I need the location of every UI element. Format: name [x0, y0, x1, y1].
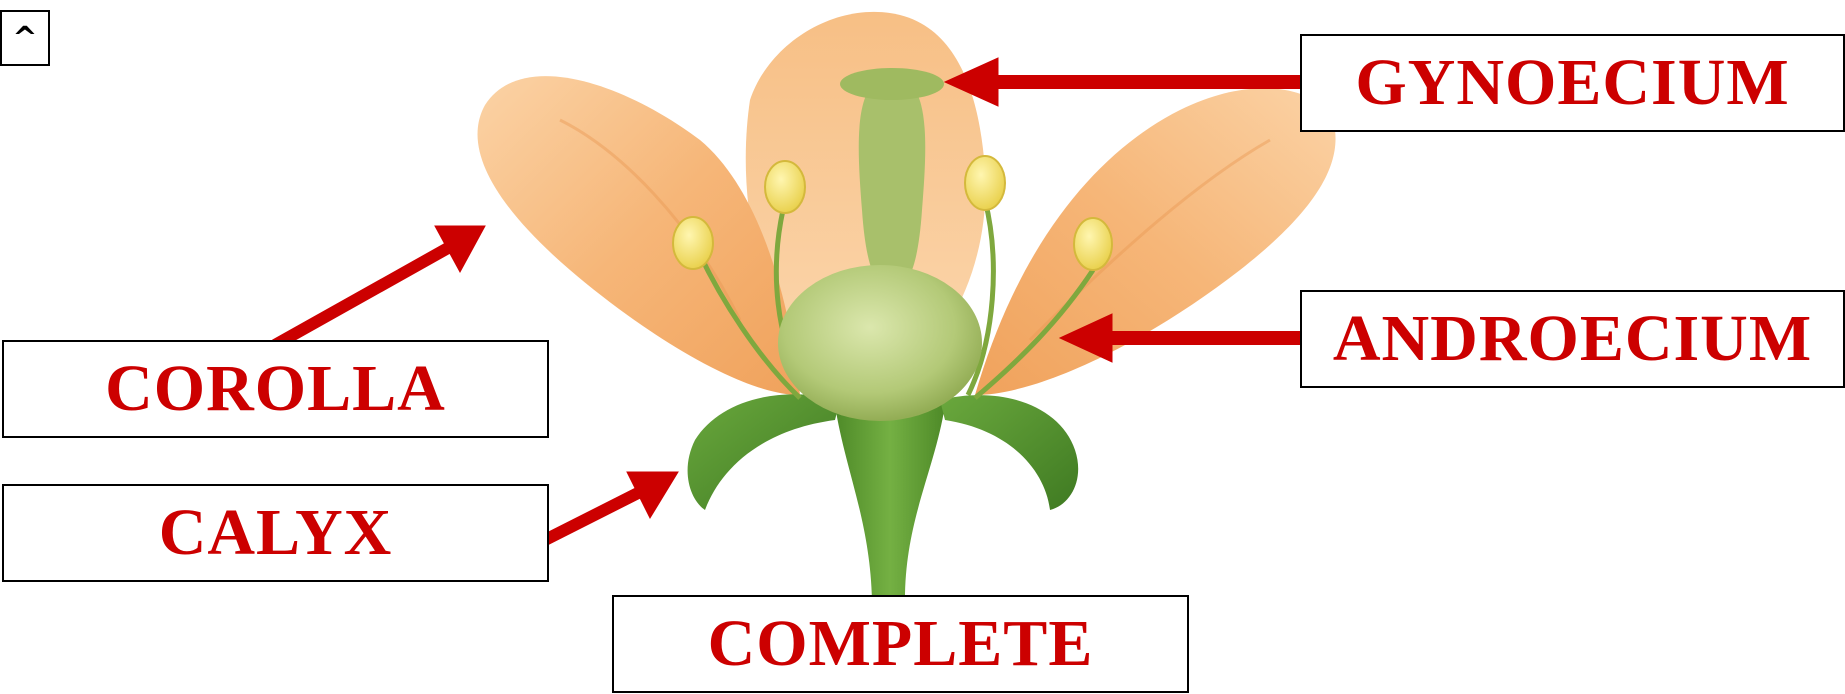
- anther-left-inner: [765, 161, 805, 213]
- androecium-label: ANDROECIUM: [1300, 290, 1845, 388]
- anther-right-inner: [965, 156, 1005, 210]
- pistil-ovary: [778, 265, 982, 421]
- anther-left-outer: [673, 217, 713, 269]
- arrow-corolla: [275, 226, 485, 345]
- anther-right-outer: [1074, 218, 1112, 270]
- arrow-calyx: [545, 472, 678, 540]
- calyx-label: CALYX: [2, 484, 549, 582]
- gynoecium-label-text: GYNOECIUM: [1355, 50, 1789, 116]
- gynoecium-label: GYNOECIUM: [1300, 34, 1845, 132]
- calyx-label-text: CALYX: [159, 500, 393, 566]
- corolla-label: COROLLA: [2, 340, 549, 438]
- stem: [835, 405, 945, 600]
- sepal-left: [688, 394, 840, 510]
- arrow-androecium: [1060, 314, 1300, 362]
- complete-label-text: COMPLETE: [708, 611, 1094, 677]
- androecium-label-text: ANDROECIUM: [1333, 306, 1812, 372]
- corolla-label-text: COROLLA: [105, 356, 446, 422]
- pistil-style: [859, 88, 926, 270]
- pistil-stigma: [840, 68, 944, 100]
- sepal-right: [940, 395, 1078, 510]
- complete-label: COMPLETE: [612, 595, 1189, 693]
